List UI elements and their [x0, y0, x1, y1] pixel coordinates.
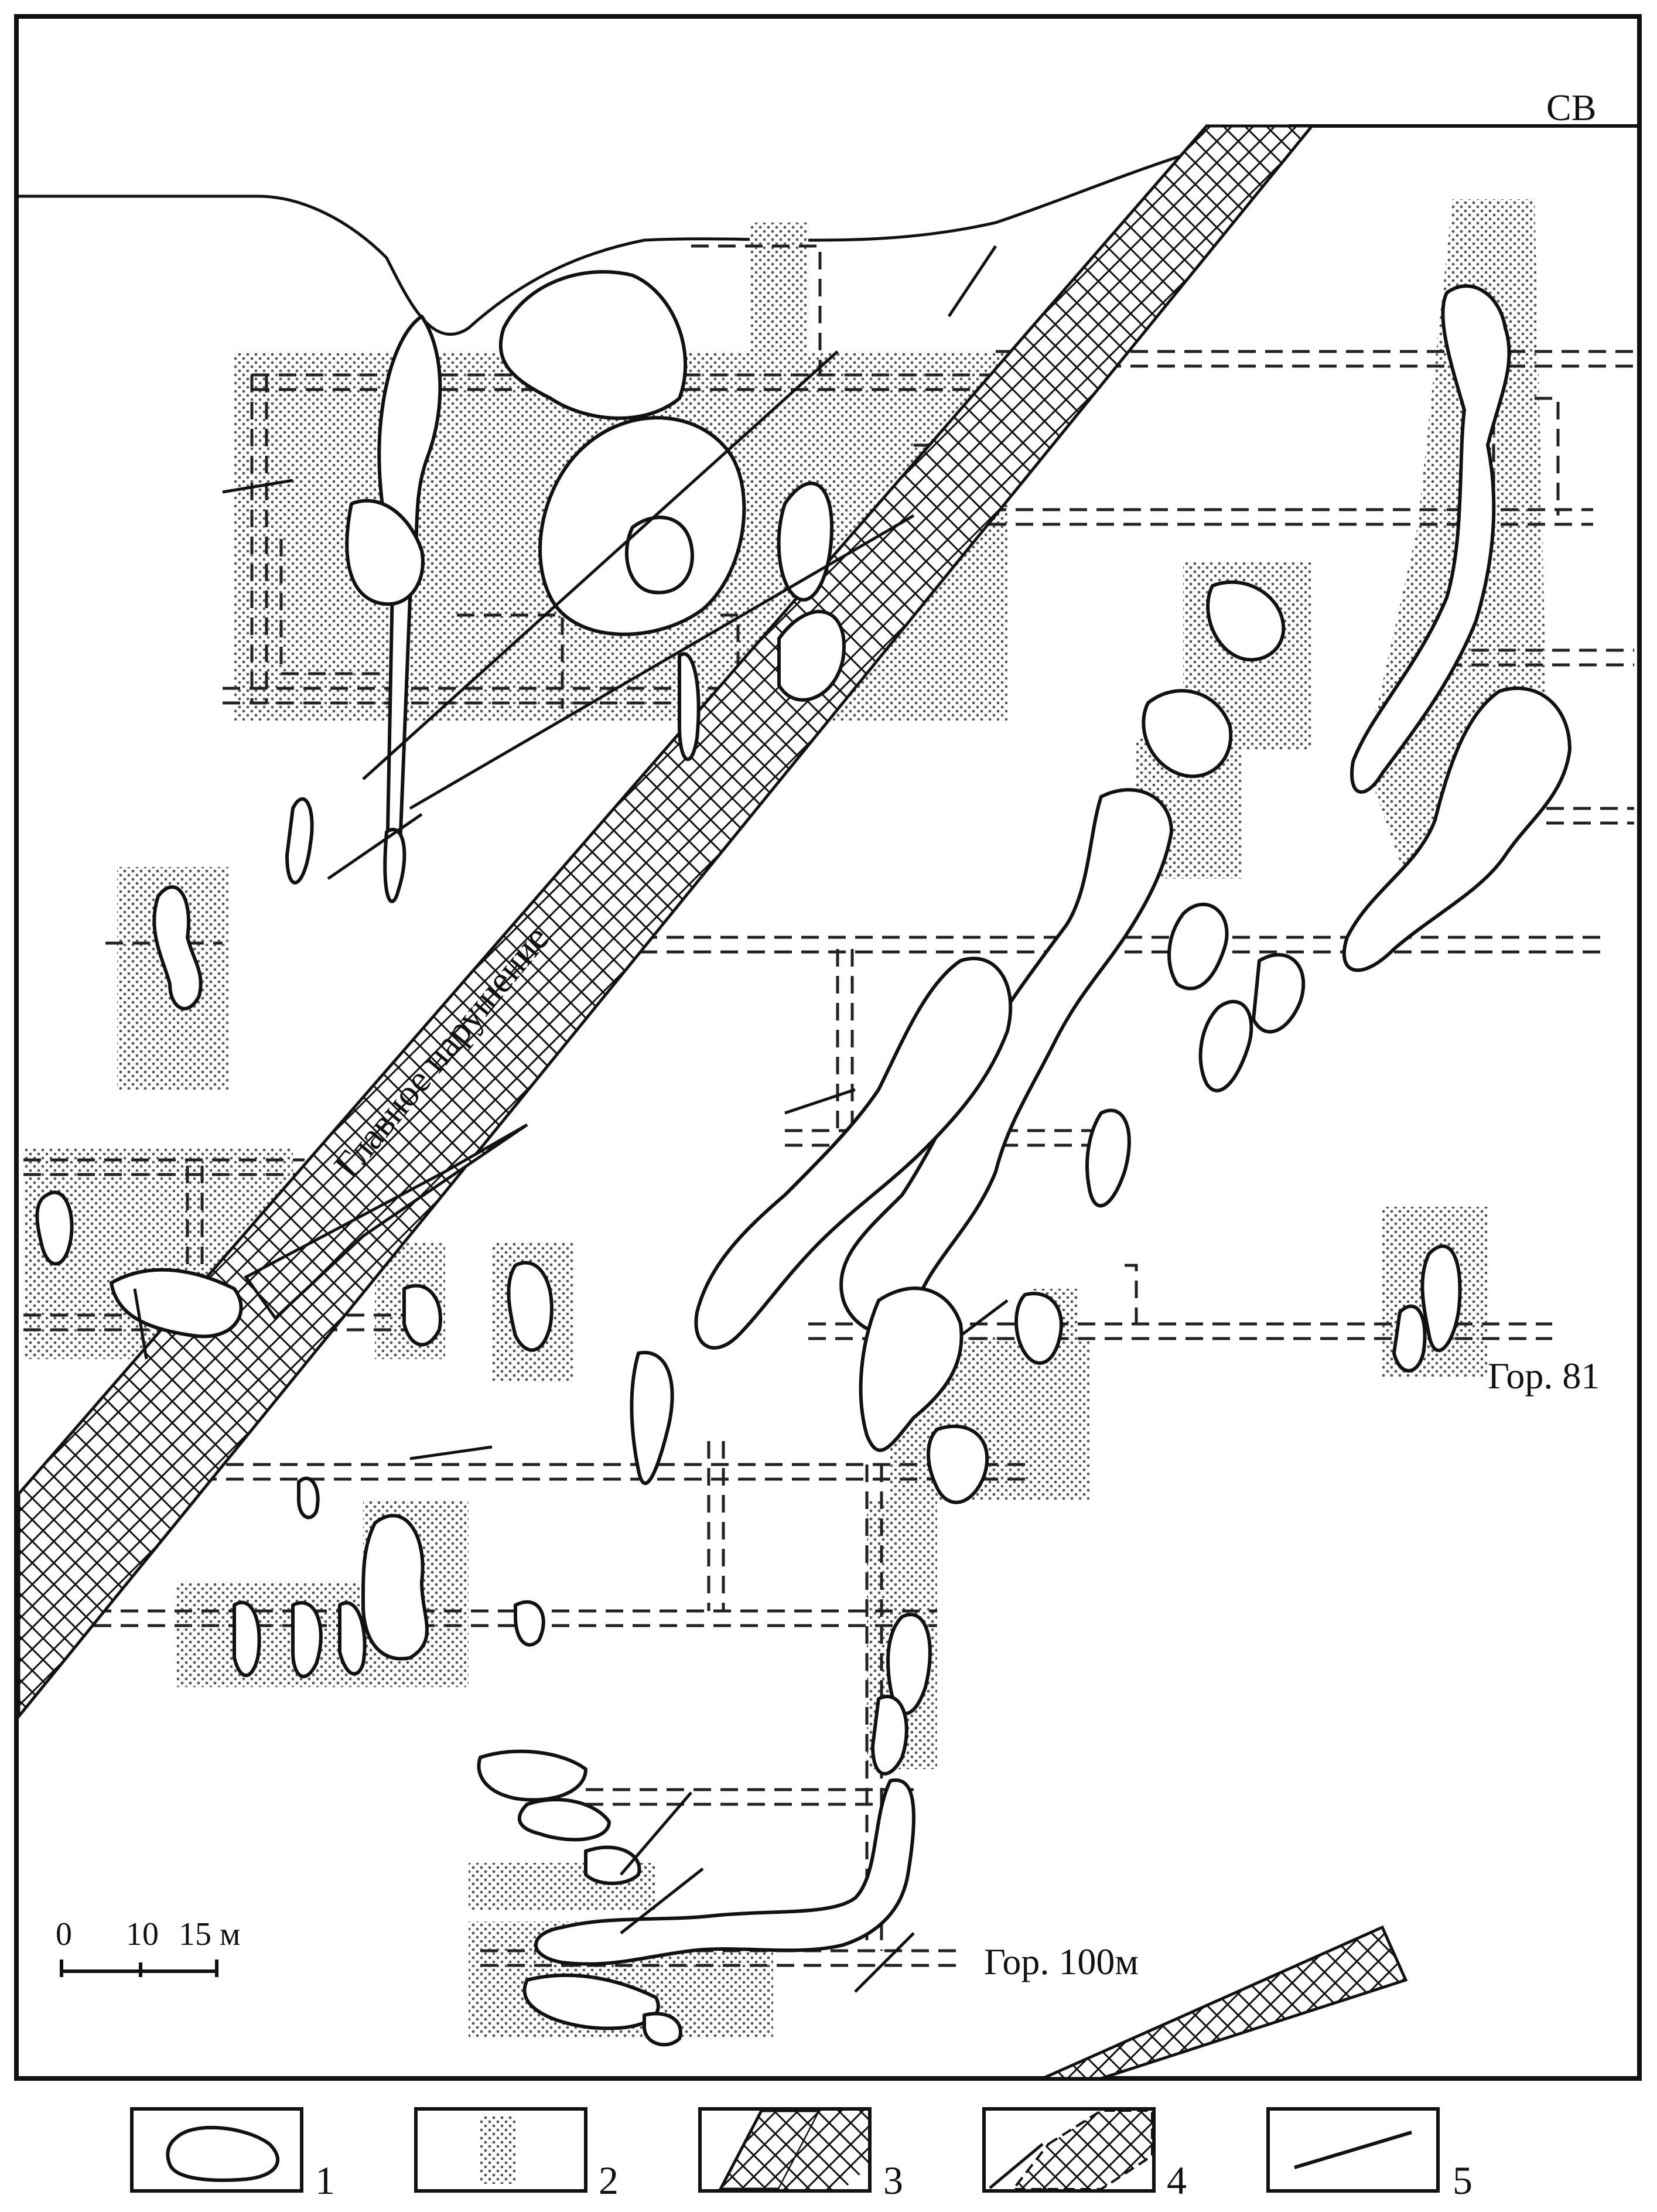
legend: 1 2 3 4 5 — [130, 2107, 1472, 2203]
level-100-label: Гор. 100м — [984, 1941, 1139, 1982]
legend-number-3: 3 — [883, 2158, 903, 2203]
scale-tick-10: 10 — [126, 1916, 159, 1952]
legend-number-5: 5 — [1453, 2158, 1472, 2203]
level-81-label: Гор. 81 — [1488, 1355, 1600, 1397]
topography-line — [19, 124, 1289, 336]
direction-label: СВ — [1546, 87, 1596, 128]
legend-number-1: 1 — [315, 2158, 335, 2203]
legend-item-5: 5 — [1266, 2107, 1472, 2203]
lower-fault-zone — [1041, 1925, 1408, 2080]
scale-bar: 0 10 15 м — [56, 1916, 240, 1977]
legend-fracture-line-icon — [1294, 2131, 1412, 2169]
fault-branch-wedge — [244, 1123, 528, 1320]
main-fault-zone — [17, 124, 1316, 1721]
legend-item-3: 3 — [698, 2107, 903, 2203]
legend-item-1: 1 — [130, 2107, 335, 2203]
legend-number-2: 2 — [599, 2158, 619, 2203]
ore-bodies — [35, 270, 1571, 2047]
fractures — [133, 245, 1009, 1993]
section-frame — [14, 14, 1642, 2081]
legend-ore-outline-icon — [166, 2125, 280, 2182]
scale-tick-15: 15 м — [179, 1916, 240, 1952]
legend-fault-dashed-icon — [1010, 2109, 1153, 2190]
scale-tick-0: 0 — [56, 1916, 72, 1952]
legend-number-4: 4 — [1167, 2158, 1187, 2203]
legend-dots-icon — [480, 2116, 515, 2184]
legend-item-2: 2 — [414, 2107, 619, 2203]
legend-item-4: 4 — [982, 2107, 1187, 2203]
